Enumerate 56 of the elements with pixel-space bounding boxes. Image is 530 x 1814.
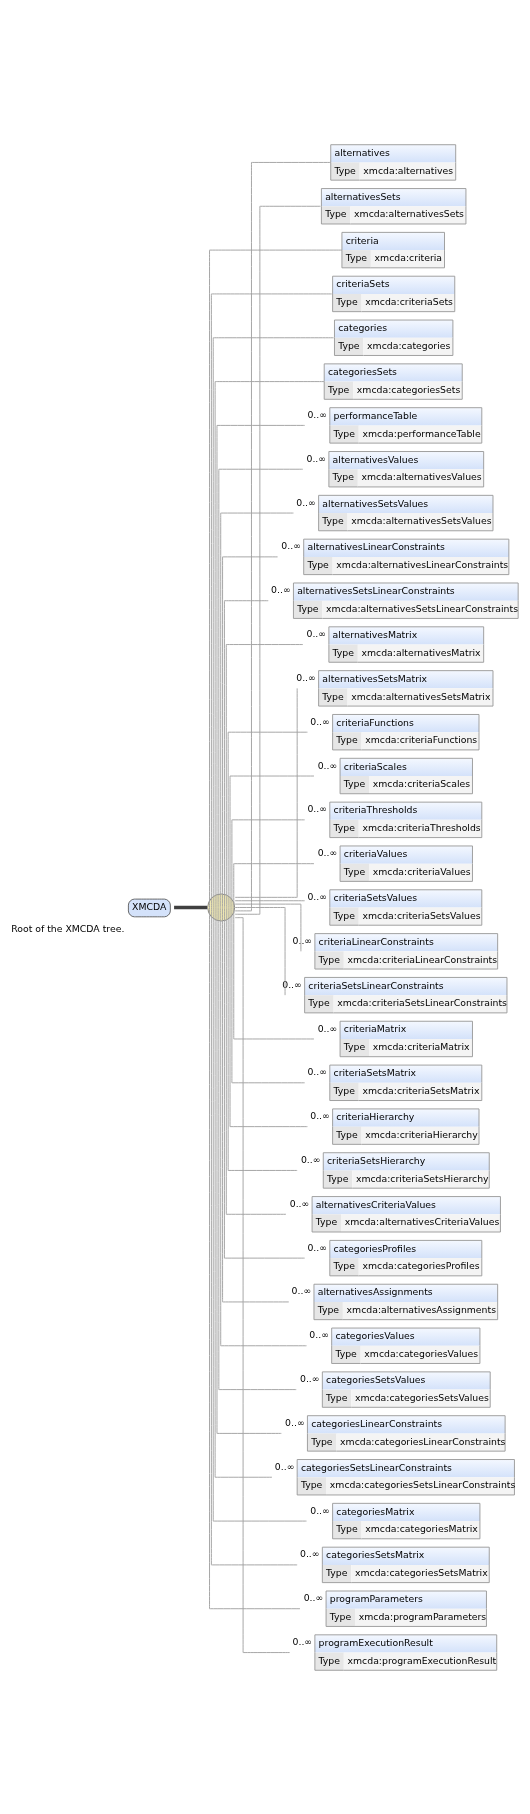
node-label: 0..∞ bbox=[317, 846, 338, 858]
node-label: 0..∞ bbox=[300, 1153, 321, 1165]
node-label: 0..∞ bbox=[289, 1197, 310, 1209]
node-label: 0..∞ bbox=[306, 452, 327, 464]
connector bbox=[222, 555, 279, 908]
node-label: 0..∞ bbox=[310, 715, 330, 727]
node-label: 0..∞ bbox=[307, 1065, 328, 1077]
connector bbox=[220, 512, 294, 908]
node-label: 0..∞ bbox=[306, 627, 327, 639]
node-label: 0..∞ bbox=[307, 890, 328, 902]
node-label: 0..∞ bbox=[307, 408, 328, 420]
connector bbox=[227, 906, 298, 1171]
connector bbox=[214, 906, 273, 1478]
connector bbox=[223, 599, 269, 908]
connector bbox=[223, 906, 306, 1259]
connector bbox=[233, 906, 315, 1039]
connector bbox=[225, 643, 304, 908]
connector bbox=[220, 906, 307, 1346]
connector bbox=[233, 862, 315, 908]
connector bbox=[231, 906, 306, 1083]
node-label: 0..∞ bbox=[309, 1328, 329, 1340]
node-label: 0..∞ bbox=[299, 1372, 320, 1384]
connector bbox=[222, 906, 290, 1302]
connector bbox=[174, 905, 208, 909]
node-label: 0..∞ bbox=[292, 1635, 313, 1647]
connector bbox=[234, 903, 302, 952]
connector bbox=[225, 906, 287, 1215]
node-label: 0..∞ bbox=[307, 802, 328, 814]
connector bbox=[234, 906, 286, 996]
connector bbox=[231, 818, 306, 908]
node-label: 0..∞ bbox=[296, 671, 316, 683]
node-label: 0..∞ bbox=[317, 759, 338, 771]
node-label: 0..∞ bbox=[307, 1241, 328, 1253]
connector bbox=[216, 906, 282, 1434]
connector bbox=[229, 775, 315, 908]
node-label: 0..∞ bbox=[310, 1109, 330, 1121]
connector bbox=[234, 687, 298, 898]
node-label: 0..∞ bbox=[285, 1416, 305, 1428]
node-label: 0..∞ bbox=[310, 1504, 330, 1516]
node-label: 0..∞ bbox=[291, 1284, 312, 1296]
node-label: 0..∞ bbox=[303, 1591, 324, 1603]
connector bbox=[212, 906, 307, 1522]
node-label: 0..∞ bbox=[299, 1547, 320, 1559]
node-label: 0..∞ bbox=[317, 1022, 338, 1034]
connector bbox=[234, 916, 291, 1653]
connector bbox=[218, 906, 297, 1390]
connector bbox=[229, 906, 308, 1127]
node-label: 0..∞ bbox=[271, 583, 291, 595]
node-label: 0..∞ bbox=[282, 978, 302, 990]
node-label: 0..∞ bbox=[296, 496, 316, 508]
node-label: 0..∞ bbox=[274, 1460, 295, 1472]
node-label: 0..∞ bbox=[281, 539, 301, 551]
connector bbox=[234, 899, 306, 901]
node-label: Root of the XMCDA tree. bbox=[11, 922, 125, 934]
connector bbox=[227, 731, 308, 908]
node-label: 0..∞ bbox=[292, 934, 313, 946]
